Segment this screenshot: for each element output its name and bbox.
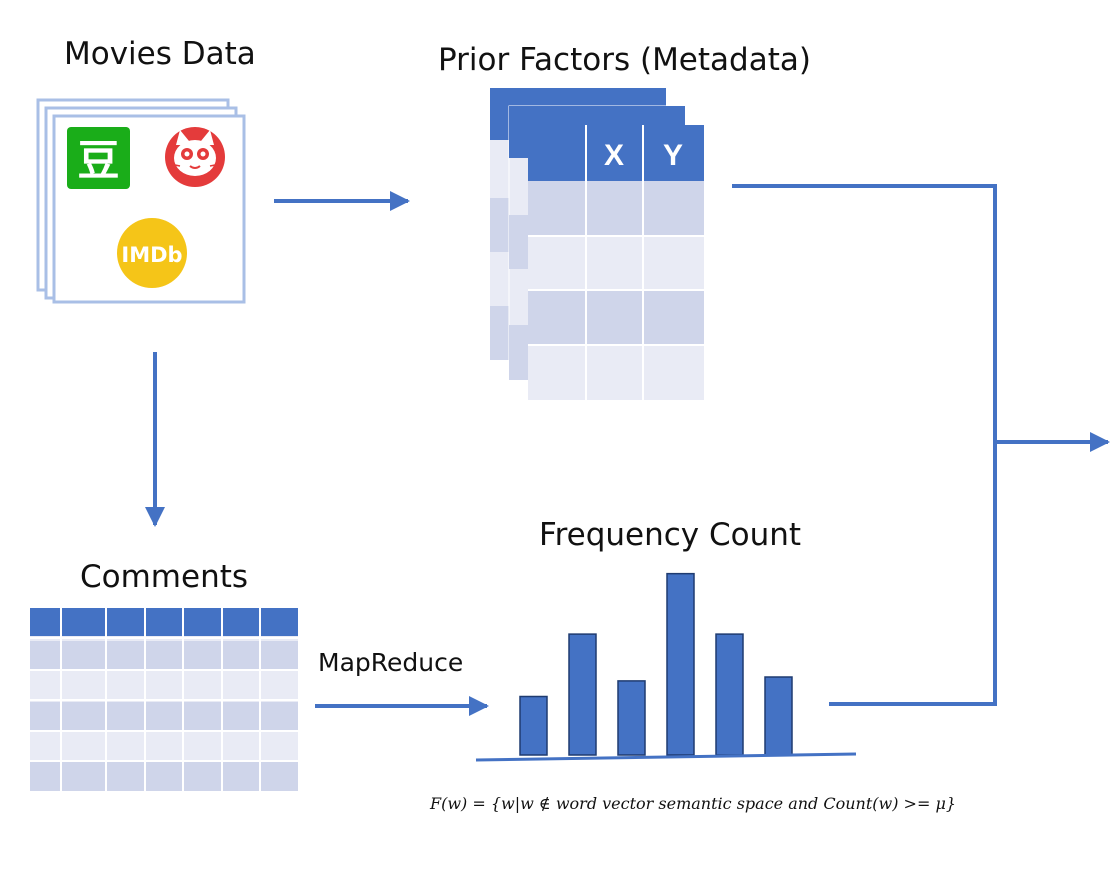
douban-logo-icon: 豆 — [67, 127, 130, 189]
metadata-row — [528, 290, 704, 345]
frequency-bar — [764, 676, 793, 756]
connector-metadata-to-merge — [732, 184, 997, 440]
frequency-bar — [715, 633, 744, 756]
connector-frequency-to-merge — [829, 440, 997, 706]
connectors — [145, 184, 1110, 716]
frequency-count-title: Frequency Count — [539, 517, 802, 553]
comments-row — [30, 762, 298, 791]
comments-table — [30, 608, 298, 791]
comments-title: Comments — [80, 559, 249, 595]
metadata-header-x: X — [604, 139, 624, 172]
frequency-bar — [617, 680, 646, 756]
frequency-bar — [666, 572, 695, 756]
douban-logo-text: 豆 — [77, 136, 119, 185]
comments-row — [30, 641, 298, 670]
movies-data-title: Movies Data — [64, 36, 256, 72]
frequency-bar — [568, 633, 597, 756]
metadata-table: X Y — [528, 125, 704, 400]
mapreduce-label: MapReduce — [318, 648, 464, 677]
metadata-row — [528, 181, 704, 236]
metadata-header-y: Y — [663, 139, 683, 172]
frequency-bar — [519, 695, 548, 756]
metadata-row — [528, 236, 704, 290]
prior-factors-title: Prior Factors (Metadata) — [438, 42, 811, 78]
selection-formula: F(w) = {w|w ∉ word vector semantic space… — [430, 794, 957, 813]
cat-logo-icon — [165, 127, 225, 187]
chart-baseline — [475, 752, 857, 762]
metadata-row — [528, 345, 704, 400]
metadata-table-stack: X Y — [490, 88, 704, 400]
frequency-chart — [475, 572, 857, 762]
comments-row — [30, 702, 298, 731]
imdb-logo-icon: IMDb — [117, 218, 187, 288]
imdb-logo-text: IMDb — [121, 243, 182, 267]
